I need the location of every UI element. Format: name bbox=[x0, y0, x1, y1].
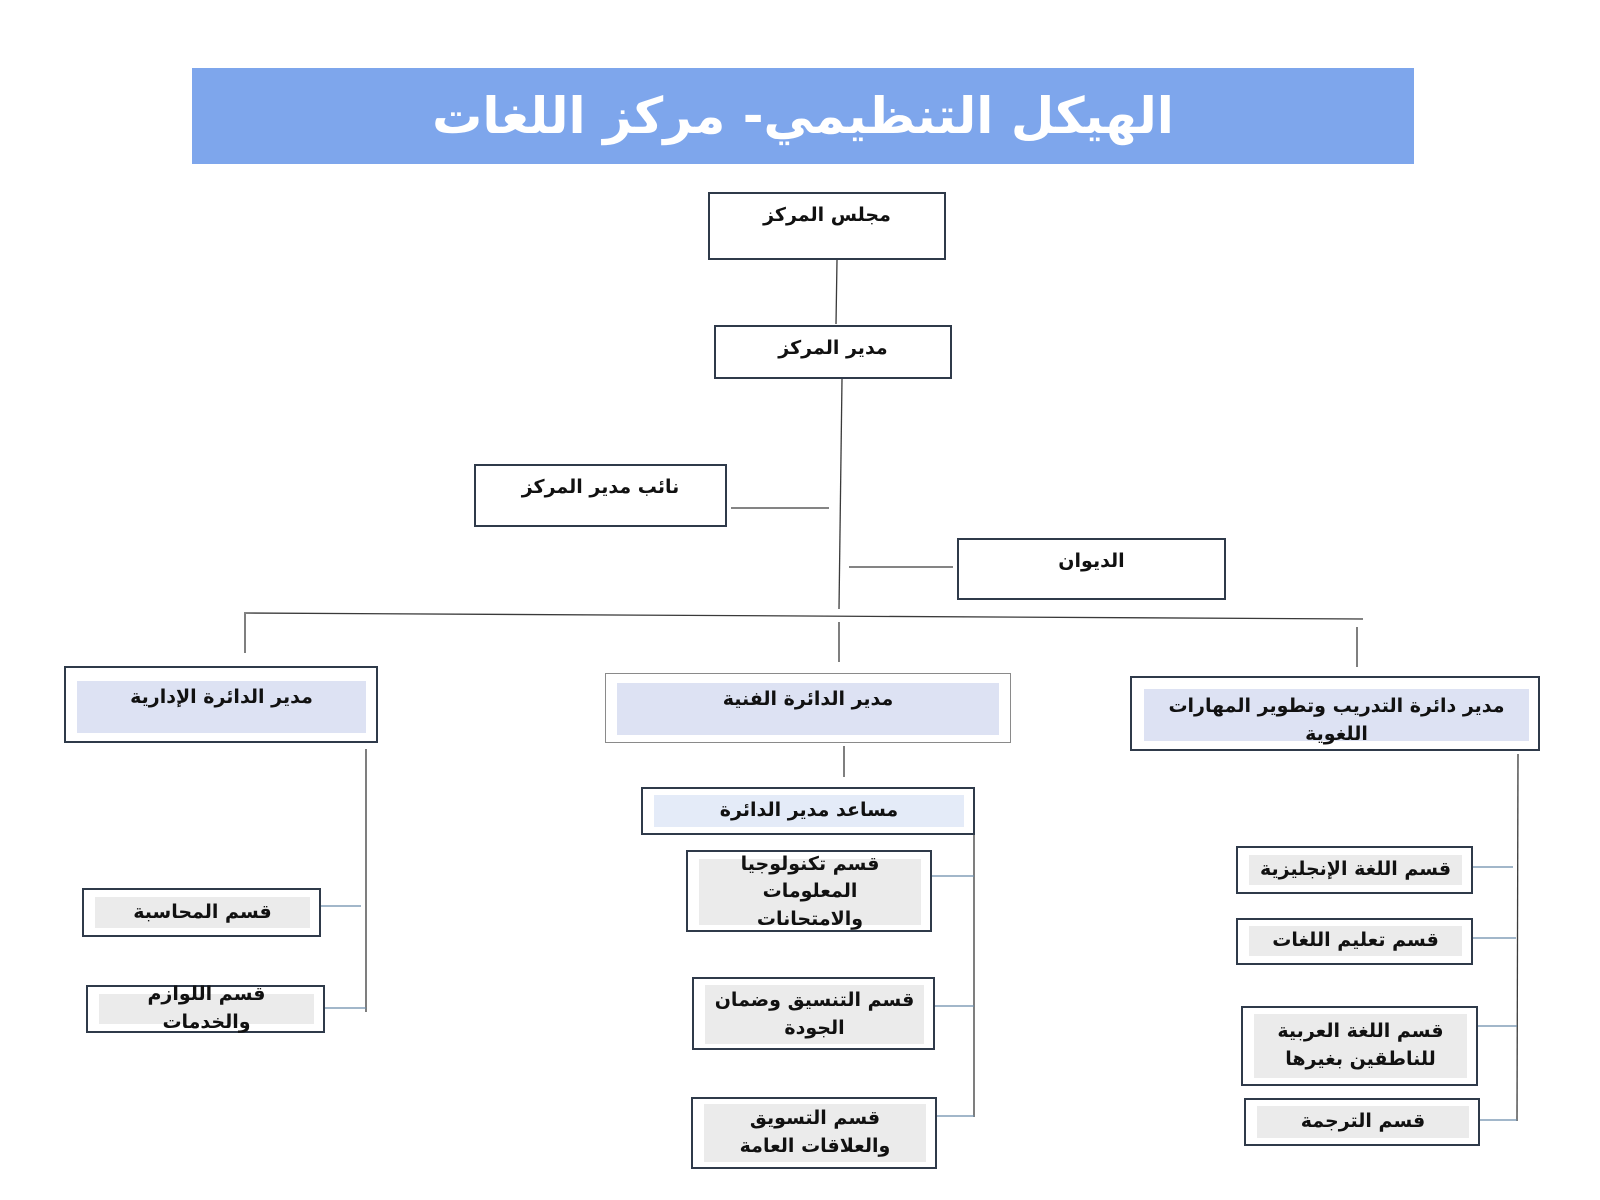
director-label: مدير المركز bbox=[778, 337, 888, 359]
languages-label: قسم تعليم اللغات bbox=[1272, 929, 1439, 952]
diwan-box: الديوان bbox=[957, 538, 1226, 600]
council-box: مجلس المركز bbox=[708, 192, 946, 260]
council-director-link bbox=[835, 259, 838, 325]
admin-director-box: مدير الدائرة الإدارية bbox=[64, 666, 378, 743]
council-label: مجلس المركز bbox=[763, 204, 891, 226]
english-label: قسم اللغة الإنجليزية bbox=[1259, 858, 1452, 881]
training-section-arabic: قسم اللغة العربية للناطقين بغيرها bbox=[1241, 1006, 1478, 1086]
tech-section-it: قسم تكنولوجيا المعلومات والامتحانات bbox=[686, 850, 932, 932]
training-section-languages: قسم تعليم اللغات bbox=[1236, 918, 1473, 965]
quality-label: قسم التنسيق وضمان الجودة bbox=[714, 988, 915, 1039]
deputy-box: نائب مدير المركز bbox=[474, 464, 727, 527]
tech-section-marketing: قسم التسويق والعلاقات العامة bbox=[691, 1097, 937, 1169]
arabic-label: قسم اللغة العربية للناطقين بغيرها bbox=[1277, 1020, 1444, 1070]
training-sections-spine bbox=[1516, 753, 1519, 1122]
admin-section-supplies: قسم اللوازم والخدمات bbox=[86, 983, 325, 1033]
tech-assistant-label: مساعد مدير الدائرة bbox=[719, 799, 899, 822]
training-director-label: مدير دائرة التدريب وتطوير المهارات اللغو… bbox=[1168, 695, 1505, 745]
tech-director-box: مدير الدائرة الفنية bbox=[605, 673, 1011, 743]
diwan-label: الديوان bbox=[1058, 550, 1125, 572]
it-label: قسم تكنولوجيا المعلومات والامتحانات bbox=[740, 852, 880, 930]
deputy-label: نائب مدير المركز bbox=[521, 476, 680, 498]
tech-assistant-box: مساعد مدير الدائرة bbox=[641, 787, 975, 835]
translation-label: قسم الترجمة bbox=[1300, 1110, 1426, 1133]
supplies-label: قسم اللوازم والخدمات bbox=[147, 983, 266, 1033]
training-section-translation: قسم الترجمة bbox=[1244, 1098, 1480, 1146]
training-section-english: قسم اللغة الإنجليزية bbox=[1236, 846, 1473, 894]
marketing-label: قسم التسويق والعلاقات العامة bbox=[739, 1107, 891, 1157]
main-trunk-line bbox=[838, 378, 843, 610]
chart-title: الهيكل التنظيمي- مركز اللغات bbox=[192, 68, 1414, 164]
admin-section-accounting: قسم المحاسبة bbox=[82, 888, 321, 937]
training-director-box: مدير دائرة التدريب وتطوير المهارات اللغو… bbox=[1130, 676, 1540, 751]
departments-bus-line bbox=[243, 612, 1364, 620]
director-box: مدير المركز bbox=[714, 325, 952, 379]
accounting-label: قسم المحاسبة bbox=[133, 900, 272, 923]
tech-section-quality: قسم التنسيق وضمان الجودة bbox=[692, 977, 935, 1050]
admin-director-label: مدير الدائرة الإدارية bbox=[130, 686, 313, 708]
tech-director-label: مدير الدائرة الفنية bbox=[722, 688, 894, 710]
